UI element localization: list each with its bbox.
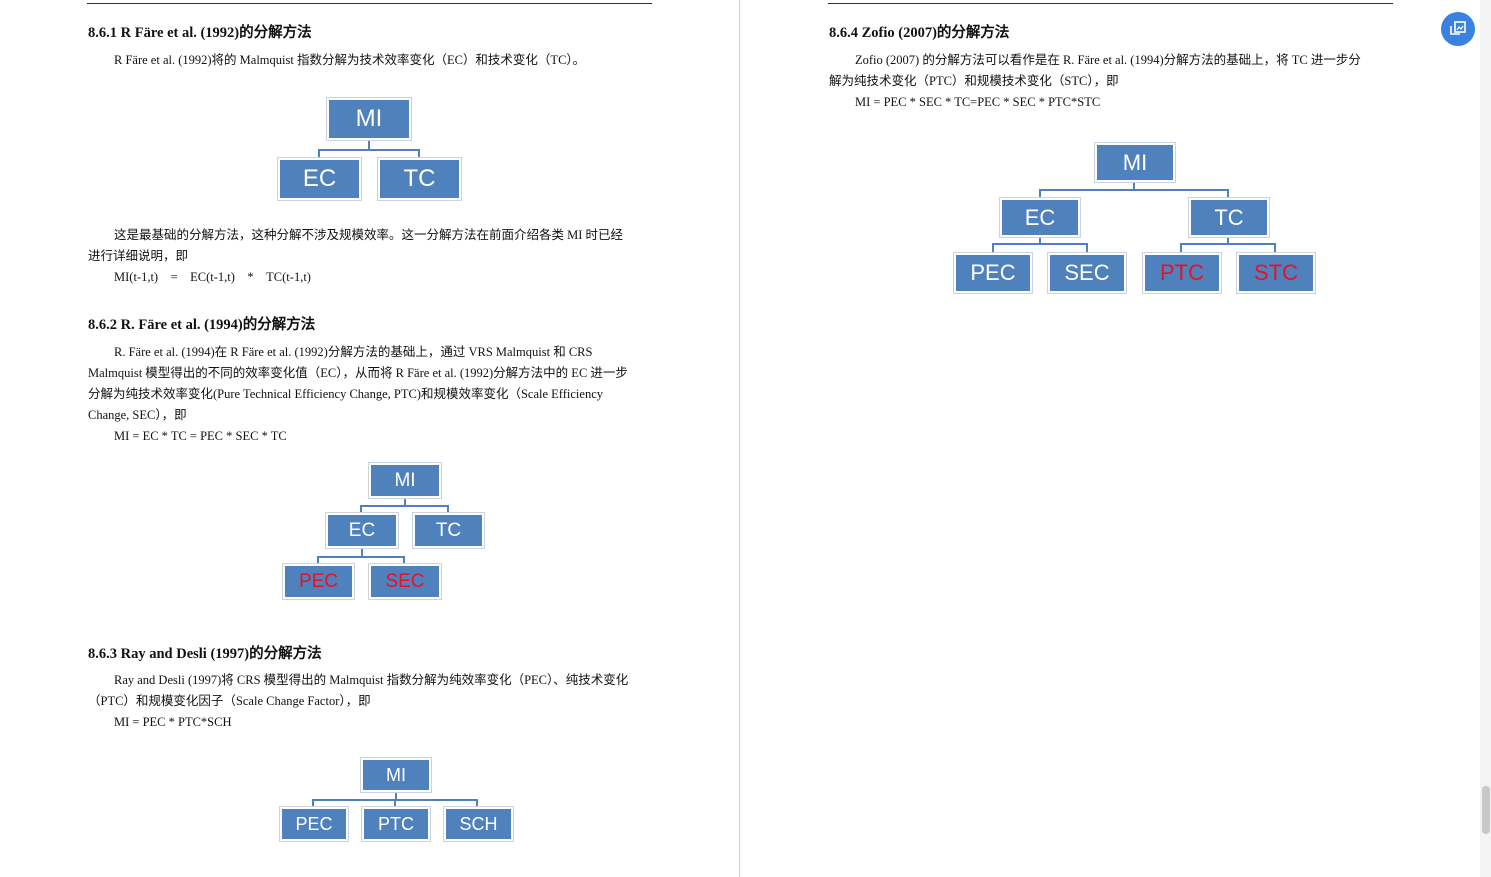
- image-translate-icon: [1450, 21, 1466, 35]
- diagram-node-mi: MI: [1094, 142, 1176, 183]
- diagram-node-tc: TC: [377, 157, 462, 201]
- page-divider: [739, 0, 740, 877]
- formula: MI = PEC * SEC * TC=PEC * SEC * PTC*STC: [855, 95, 1101, 109]
- diagram-node-ec: EC: [999, 197, 1081, 238]
- diagram-node-sch: SCH: [443, 806, 514, 842]
- section-heading: 8.6.2 R. Färe et al. (1994)的分解方法: [88, 317, 316, 333]
- diagram-node-pec: PEC: [953, 252, 1033, 294]
- scrollbar-thumb[interactable]: [1482, 786, 1490, 834]
- diagram-node-ec: EC: [325, 512, 399, 549]
- diagram-node-ptc: PTC: [361, 806, 431, 842]
- page-top-rule: [828, 3, 1393, 4]
- diagram-node-sec: SEC: [368, 563, 442, 600]
- section-heading: 8.6.1 R Färe et al. (1992)的分解方法: [88, 25, 312, 41]
- section-heading: 8.6.4 Zofio (2007)的分解方法: [829, 25, 1010, 41]
- section-heading: 8.6.3 Ray and Desli (1997)的分解方法: [88, 646, 322, 662]
- paragraph: 这是最基础的分解方法，这种分解不涉及规模效率。这一分解方法在前面介绍各类 MI …: [88, 228, 624, 263]
- formula: MI = EC * TC = PEC * SEC * TC: [114, 429, 287, 443]
- diagram-node-pec: PEC: [279, 806, 349, 842]
- vertical-scrollbar[interactable]: [1480, 0, 1491, 877]
- formula: MI = PEC * PTC*SCH: [114, 715, 232, 729]
- diagram-node-mi: MI: [368, 462, 442, 499]
- paragraph: Ray and Desli (1997)将 CRS 模型得出的 Malmquis…: [88, 673, 629, 708]
- diagram-node-pec: PEC: [282, 563, 355, 600]
- paragraph: R. Färe et al. (1994)在 R Färe et al. (19…: [88, 345, 628, 422]
- paragraph: R Färe et al. (1992)将的 Malmquist 指数分解为技术…: [114, 53, 586, 67]
- diagram-node-mi: MI: [360, 757, 432, 793]
- diagram-node-stc: STC: [1236, 252, 1316, 294]
- paragraph: Zofio (2007) 的分解方法可以看作是在 R. Färe et al. …: [829, 53, 1361, 88]
- diagram-node-sec: SEC: [1047, 252, 1127, 294]
- screenshot-translate-button[interactable]: [1441, 12, 1475, 46]
- diagram-node-tc: TC: [1188, 197, 1270, 238]
- formula: MI(t-1,t) = EC(t-1,t) * TC(t-1,t): [114, 270, 311, 284]
- diagram-node-ec: EC: [277, 157, 362, 201]
- diagram-node-tc: TC: [412, 512, 485, 549]
- diagram-node-ptc: PTC: [1142, 252, 1222, 294]
- diagram-node-mi: MI: [326, 97, 412, 141]
- page-top-rule: [87, 3, 652, 4]
